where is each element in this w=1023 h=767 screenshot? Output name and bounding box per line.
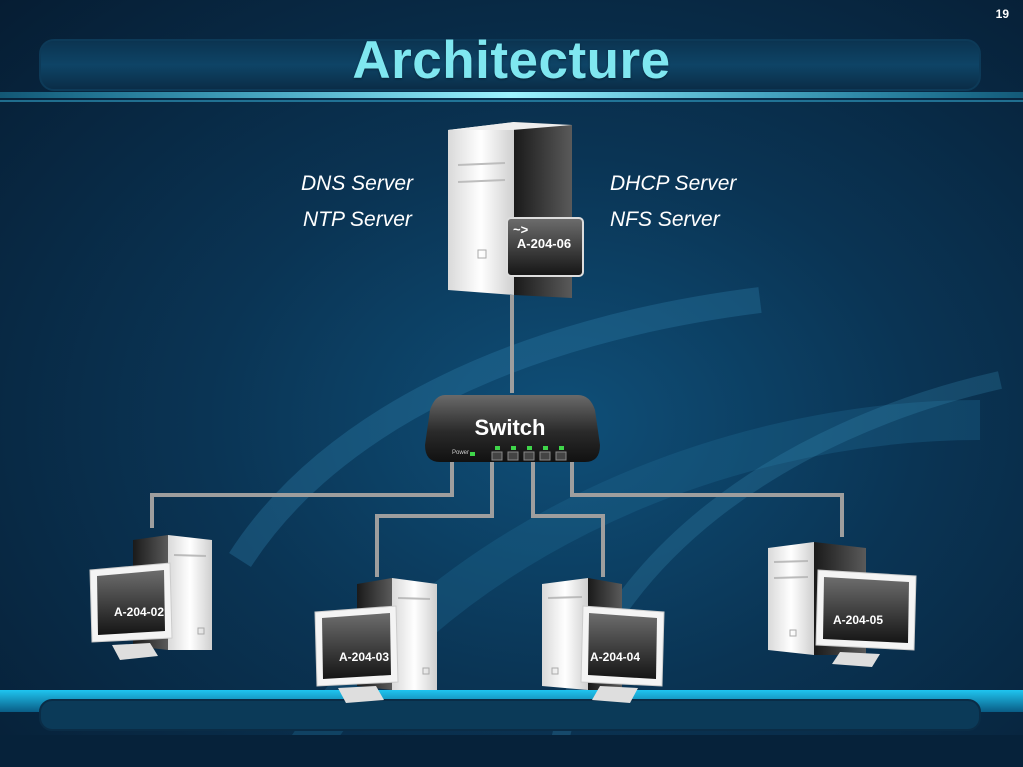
service-label-dns: DNS Server xyxy=(301,172,414,195)
computer-icon xyxy=(768,542,917,667)
client-hostname: A-204-04 xyxy=(589,650,641,664)
computer-icon xyxy=(89,535,212,660)
switch-icon xyxy=(425,395,600,462)
service-label-nfs: NFS Server xyxy=(610,208,720,231)
client-hostname: A-204-03 xyxy=(338,650,390,664)
computer-icon xyxy=(542,578,665,703)
client-hostname: A-204-05 xyxy=(832,613,884,627)
power-label: Power xyxy=(452,450,470,456)
switch-label: Switch xyxy=(474,415,546,440)
page-number: 19 xyxy=(995,7,1009,21)
service-label-dhcp: DHCP Server xyxy=(610,172,737,195)
client-hostname: A-204-02 xyxy=(113,605,165,619)
server-hostname: A-204-06 xyxy=(516,236,572,251)
terminal-prompt: ~> xyxy=(513,222,529,237)
slide-title: Architecture xyxy=(352,31,671,90)
service-label-ntp: NTP Server xyxy=(303,208,412,231)
computer-icon xyxy=(314,578,437,703)
network-cables xyxy=(150,295,844,577)
server-icon xyxy=(448,122,584,298)
